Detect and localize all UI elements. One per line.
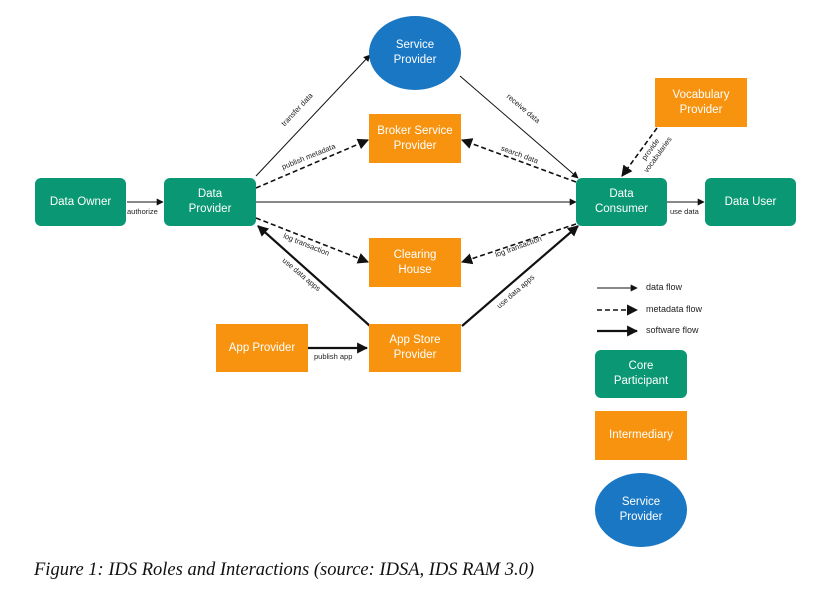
legend-core-participant: Core Participant <box>595 350 687 398</box>
node-app-store-provider-label: App Store Provider <box>389 334 441 361</box>
legend-service-provider: Service Provider <box>595 473 687 547</box>
node-clearing-house-label: Clearing House <box>393 248 437 276</box>
legend-service-provider-label: Service Provider <box>619 496 663 523</box>
edge-appstore-to-consumer <box>461 225 579 327</box>
legend-core-participant-label: Core Participant <box>613 360 669 387</box>
edge-label-use-data: use data <box>670 207 699 216</box>
edge-label-authorize: authorize <box>127 207 158 216</box>
node-data-owner-label: Data Owner <box>49 195 112 208</box>
node-broker-service-provider-label: Broker Service Provider <box>377 124 453 152</box>
legend-software-flow-label: software flow <box>646 325 699 335</box>
legend-intermediary: Intermediary <box>595 411 687 460</box>
legend-metadata-flow-label: metadata flow <box>646 304 703 314</box>
node-data-provider: Data Provider <box>164 178 256 226</box>
edge-provider-to-broker <box>255 138 370 189</box>
node-app-provider-label: App Provider <box>228 341 296 354</box>
node-data-consumer-label: Data Consumer <box>594 188 649 215</box>
edge-provider-to-clearing <box>255 217 370 264</box>
legend-data-flow-label: data flow <box>646 282 683 292</box>
edge-vocabulary-to-consumer <box>621 127 658 177</box>
edge-provider-to-service <box>255 54 371 177</box>
node-app-provider: App Provider <box>216 324 308 372</box>
node-vocabulary-provider: Vocabulary Provider <box>655 78 747 127</box>
node-data-consumer: Data Consumer <box>576 178 667 226</box>
edge-label-publish-app: publish app <box>314 352 353 361</box>
legend-intermediary-label: Intermediary <box>609 429 673 441</box>
node-data-user-label: Data User <box>724 195 777 208</box>
edge-consumer-to-broker <box>460 138 577 183</box>
edge-consumer-to-clearing <box>460 223 577 265</box>
node-clearing-house: Clearing House <box>369 238 461 287</box>
node-service-provider: Service Provider <box>369 16 461 90</box>
node-service-provider-label: Service Provider <box>393 39 437 66</box>
figure-caption: Figure 1: IDS Roles and Interactions (so… <box>34 560 535 580</box>
node-app-store-provider: App Store Provider <box>369 324 461 372</box>
node-vocabulary-provider-label: Vocabulary Provider <box>672 88 730 116</box>
node-data-user: Data User <box>705 178 796 226</box>
node-data-provider-label: Data Provider <box>188 188 232 215</box>
node-broker-service-provider: Broker Service Provider <box>369 114 461 163</box>
node-data-owner: Data Owner <box>35 178 126 226</box>
edge-appstore-to-provider <box>257 225 371 327</box>
edge-service-to-consumer <box>459 75 579 179</box>
